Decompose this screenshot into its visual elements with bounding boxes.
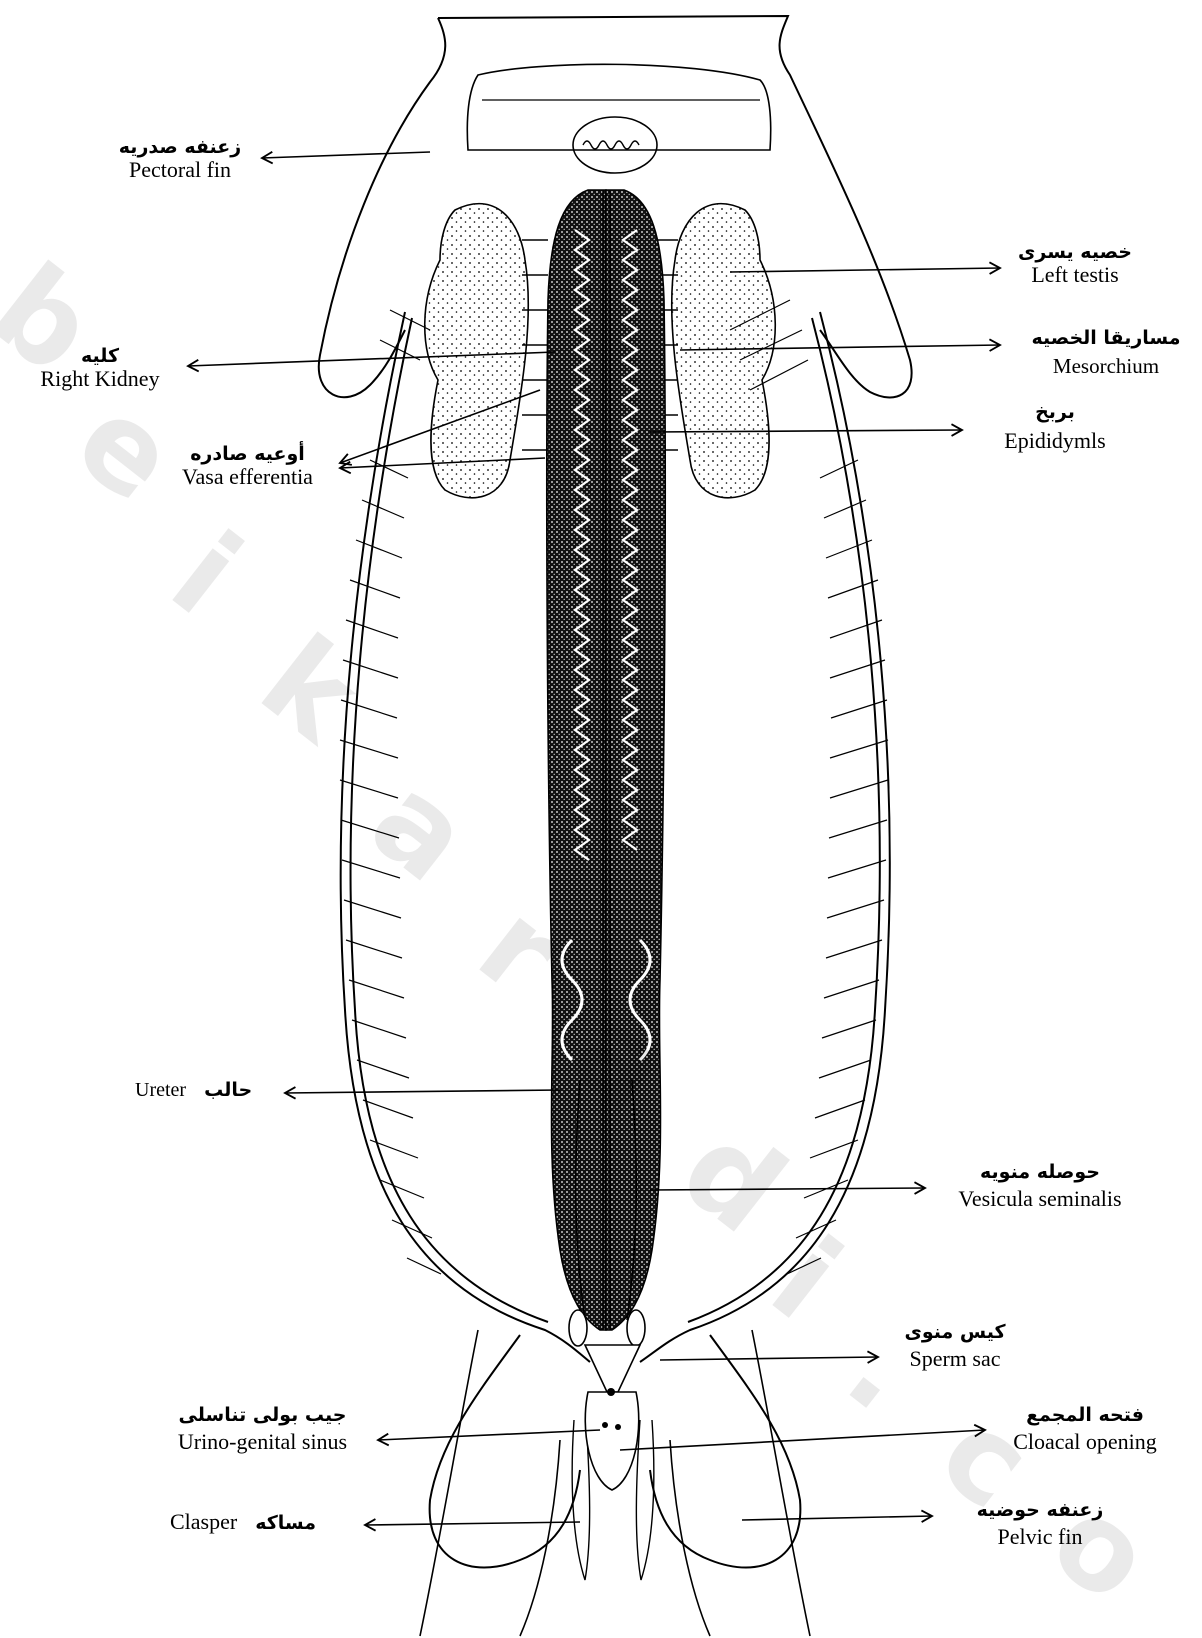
sperm-sac-left <box>569 1310 587 1346</box>
label-urino-genital-sinus: جيب بولى تناسلى Urino-genital sinus <box>155 1405 370 1454</box>
label-pelvic-fin: زعنفه حوضيه Pelvic fin <box>960 1500 1120 1549</box>
label-cloacal-opening: فتحه المجمع Cloacal opening <box>990 1405 1180 1454</box>
label-ar: كيس منوى <box>895 1322 1015 1343</box>
label-en: Vesicula seminalis <box>940 1187 1140 1211</box>
label-en: Mesorchium <box>1020 355 1192 378</box>
leader-ureter <box>285 1090 560 1093</box>
leader-pectoral-fin <box>262 152 430 158</box>
label-vesicula-seminalis: حوصله منويه Vesicula seminalis <box>940 1162 1140 1211</box>
label-ar: حالب <box>204 1079 252 1101</box>
label-en: Left testis <box>1005 263 1145 287</box>
label-mesorchium: مساريقا الخصيه Mesorchium <box>1020 328 1192 378</box>
right-testis <box>425 204 529 498</box>
left-testis <box>672 204 776 498</box>
label-clasper: Clasper مساكه <box>170 1510 360 1534</box>
label-ar: فتحه المجمع <box>990 1405 1180 1426</box>
label-ar: زعنفه صدريه <box>100 137 260 158</box>
leader-left-testis <box>730 268 1000 272</box>
label-en: Urino-genital sinus <box>155 1430 370 1454</box>
leader-urino-genital <box>378 1430 600 1440</box>
pelvic-fin-right <box>650 1335 800 1568</box>
leader-vesicula <box>650 1188 925 1190</box>
clasper-right <box>636 1420 653 1580</box>
sperm-sac-right <box>627 1310 645 1346</box>
label-ar: مساريقا الخصيه <box>1020 328 1192 349</box>
label-ar: كليه <box>20 346 180 367</box>
urinogenital-sinus <box>585 1345 640 1392</box>
label-en: Pelvic fin <box>960 1525 1120 1549</box>
label-en: Cloacal opening <box>990 1430 1180 1454</box>
leader-sperm-sac <box>660 1357 878 1360</box>
label-ar: حوصله منويه <box>940 1162 1140 1183</box>
leader-pelvic-fin <box>742 1516 932 1520</box>
label-en: Ureter <box>135 1079 186 1101</box>
label-left-testis: خصيه يسرى Left testis <box>1005 242 1145 287</box>
leader-clasper <box>365 1522 580 1525</box>
label-en: Right Kidney <box>20 367 180 391</box>
label-ar: جيب بولى تناسلى <box>155 1405 370 1426</box>
label-ar: أوعيه صادره <box>160 444 335 465</box>
label-en: Epididymls <box>985 429 1125 453</box>
cloaca <box>585 1392 638 1490</box>
label-ureter: Ureter حالب <box>135 1079 285 1101</box>
pelvic-fin-left <box>430 1335 580 1568</box>
label-vasa-efferentia: أوعيه صادره Vasa efferentia <box>160 444 335 489</box>
label-ar: بربخ <box>985 402 1125 423</box>
label-en: Vasa efferentia <box>160 465 335 489</box>
label-pectoral-fin: زعنفه صدريه Pectoral fin <box>100 137 260 182</box>
leader-cloacal <box>620 1430 985 1450</box>
label-en: Pectoral fin <box>100 158 260 182</box>
label-en: Clasper <box>170 1509 237 1534</box>
label-ar: خصيه يسرى <box>1005 242 1145 263</box>
label-en: Sperm sac <box>895 1347 1015 1371</box>
label-right-kidney: كليه Right Kidney <box>20 346 180 391</box>
label-ar: زعنفه حوضيه <box>960 1500 1120 1521</box>
label-sperm-sac: كيس منوى Sperm sac <box>895 1322 1015 1371</box>
label-epididymis: بربخ Epididymls <box>985 402 1125 453</box>
label-ar: مساكه <box>255 1512 316 1534</box>
